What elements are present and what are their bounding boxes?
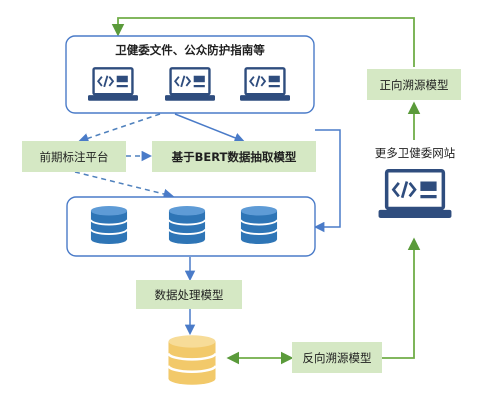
arrow-reverse-to-websites — [382, 237, 421, 359]
dashed-arrow-platform-to-db — [74, 171, 175, 200]
forward-trace-box: 正向溯源模型 — [367, 69, 461, 100]
more-websites-group: 更多卫健委网站 — [375, 146, 456, 220]
database-icon — [240, 204, 278, 246]
source-docs-label: 卫健委文件、公众防护指南等 — [115, 43, 265, 57]
processing-model-box: 数据处理模型 — [136, 280, 242, 309]
reverse-trace-label: 反向溯源模型 — [303, 351, 372, 365]
bert-model-box: 基于BERT数据抽取模型 — [152, 141, 316, 172]
arrow-bert-to-db — [313, 129, 341, 233]
database-icon — [90, 204, 128, 246]
code-laptop-icon — [240, 67, 290, 102]
arrow-docs-to-bert — [174, 113, 245, 143]
database-group-box — [66, 196, 316, 257]
code-laptop-icon — [165, 67, 215, 102]
bert-model-label: 基于BERT数据抽取模型 — [171, 150, 297, 164]
arrow-forward-trace-to-docs — [111, 17, 415, 67]
annotation-platform-box: 前期标注平台 — [22, 141, 126, 172]
more-websites-label: 更多卫健委网站 — [375, 146, 456, 160]
forward-trace-label: 正向溯源模型 — [380, 78, 449, 92]
reverse-trace-box: 反向溯源模型 — [292, 342, 382, 373]
database-icon — [168, 204, 206, 246]
code-laptop-icon — [88, 67, 138, 102]
processing-model-label: 数据处理模型 — [155, 288, 224, 302]
code-laptop-icon — [378, 168, 452, 220]
dashed-arrow-docs-to-platform — [78, 113, 161, 144]
annotation-platform-label: 前期标注平台 — [40, 150, 109, 164]
database-icon — [167, 334, 217, 386]
source-docs-box: 卫健委文件、公众防护指南等 — [65, 35, 315, 114]
